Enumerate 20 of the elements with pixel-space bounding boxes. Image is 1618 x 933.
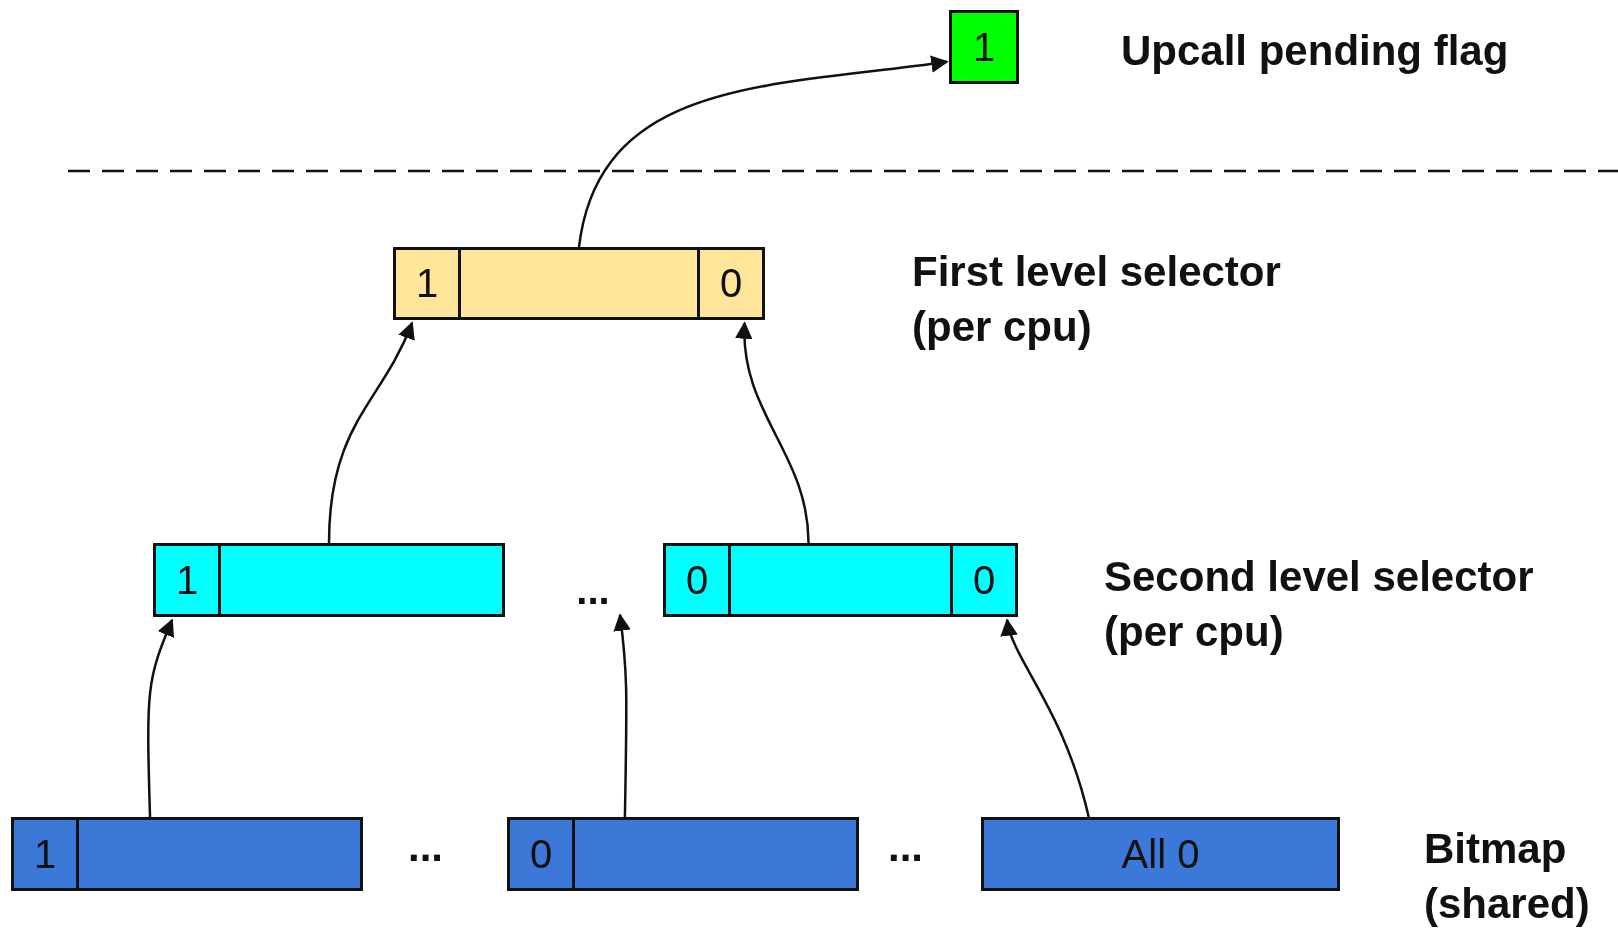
- bit-array-bar: [507, 817, 859, 891]
- ellipsis-text: ...: [888, 822, 924, 872]
- level-label: Upcall pending flag: [1121, 26, 1510, 76]
- flag-box: 1: [949, 10, 1019, 84]
- level-label: Bitmap (shared): [1424, 824, 1591, 929]
- arrow: [327, 321, 414, 544]
- ellipsis-text: ...: [408, 822, 444, 872]
- ellipsis-text: ...: [563, 568, 623, 612]
- bit-array-bar: [11, 817, 363, 891]
- arrow: [577, 55, 949, 248]
- bitmap-bar: All 0: [981, 817, 1340, 891]
- bit-array-bar: [153, 543, 505, 617]
- bit-array-bar: [663, 543, 1018, 617]
- bit-array-bar: [393, 247, 765, 320]
- arrow: [147, 618, 175, 818]
- arrow: [736, 321, 810, 544]
- arrow: [613, 613, 631, 818]
- level-label: Second level selector (per cpu): [1104, 552, 1535, 657]
- level-label: First level selector (per cpu): [912, 247, 1282, 352]
- arrow: [1001, 618, 1090, 818]
